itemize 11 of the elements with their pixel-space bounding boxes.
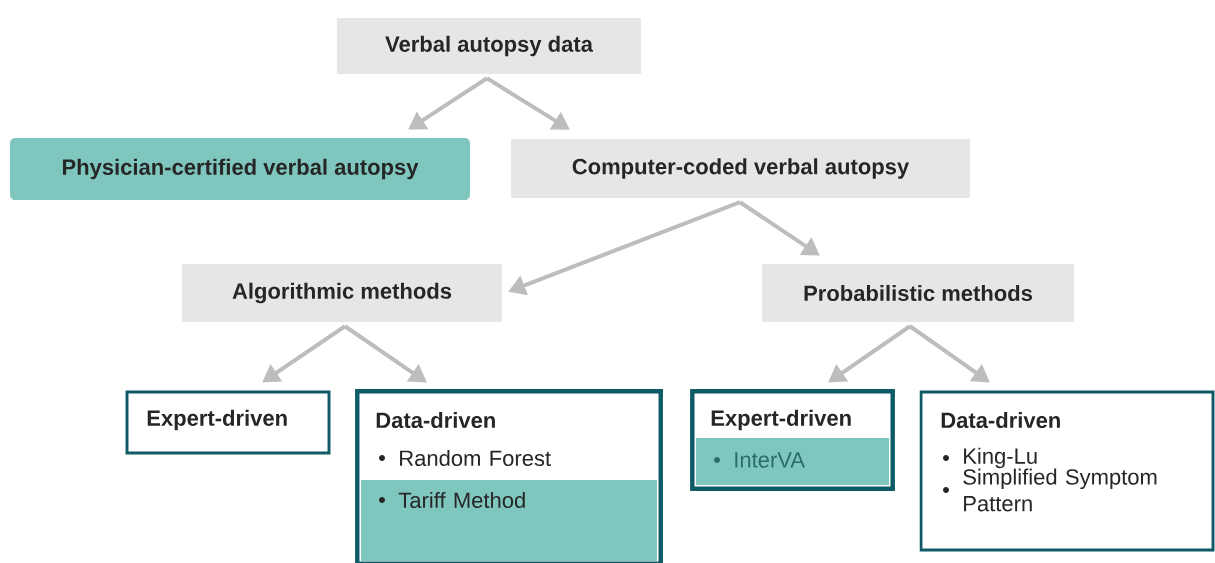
method-box: Expert-driven [125, 390, 331, 455]
process-box: Computer-coded verbal autopsy [511, 139, 970, 198]
list-item: InterVA [735, 452, 805, 468]
list-item: Random Forest [400, 449, 551, 467]
process-box: Probabilistic methods [762, 264, 1074, 322]
list-item: Tariff Method [398, 491, 525, 509]
list-item: Simplified Symptom Pattern [963, 468, 1157, 512]
list-item: King-Lu [964, 447, 1037, 469]
process-box: Physician-certified verbal autopsy [10, 138, 470, 200]
process-box: Verbal autopsy data [337, 18, 641, 74]
process-box: Algorithmic methods [182, 264, 502, 322]
